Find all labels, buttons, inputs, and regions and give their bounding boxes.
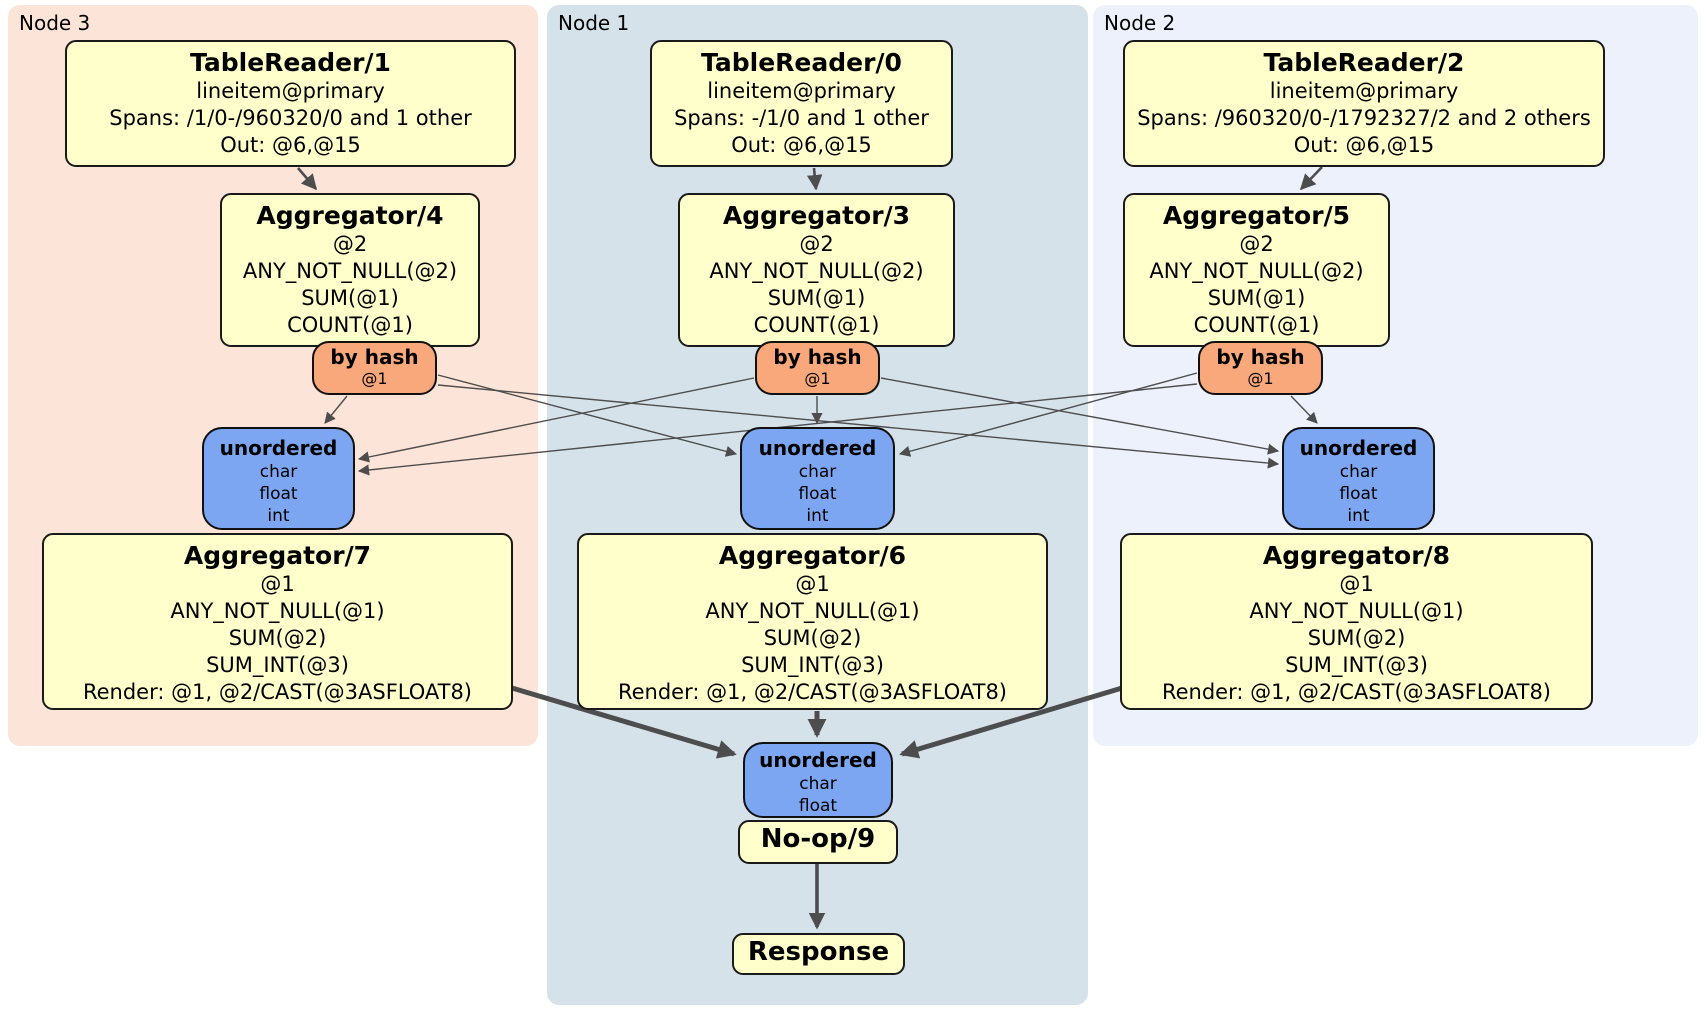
aggregate-expr: SUM_INT(@3) <box>206 652 349 677</box>
sync-unordered-node2: unordered char float int <box>1282 427 1435 530</box>
sync-title: unordered <box>759 748 877 772</box>
aggregate-expr: ANY_NOT_NULL(@1) <box>1249 599 1464 624</box>
render-expr: Render: @1, @2/CAST(@3ASFLOAT8) <box>82 679 473 704</box>
processor-title: Aggregator/8 <box>1262 541 1451 570</box>
router-by-hash-node3: by hash @1 <box>312 341 437 395</box>
router-columns: @1 <box>361 369 388 388</box>
router-by-hash-node1: by hash @1 <box>755 341 880 395</box>
processor-spans: Spans: /960320/0-/1792327/2 and 2 others <box>1137 106 1591 131</box>
processor-aggregator-6: Aggregator/6 @1 ANY_NOT_NULL(@1) SUM(@2)… <box>577 533 1048 710</box>
response-node: Response <box>732 933 905 975</box>
sync-column-type: float <box>798 484 837 505</box>
processor-title: Aggregator/6 <box>718 541 907 570</box>
processor-tablereader-0: TableReader/0 lineitem@primary Spans: -/… <box>650 40 953 167</box>
router-title: by hash <box>773 345 862 369</box>
processor-out: Out: @6,@15 <box>731 133 872 157</box>
sync-title: unordered <box>758 436 877 460</box>
processor-title: Aggregator/5 <box>1162 201 1351 230</box>
sync-unordered-node1: unordered char float int <box>740 427 895 530</box>
processor-aggregator-4: Aggregator/4 @2 ANY_NOT_NULL(@2) SUM(@1)… <box>220 193 480 347</box>
processor-out: Out: @6,@15 <box>220 133 361 157</box>
processor-index: lineitem@primary <box>1269 79 1459 104</box>
processor-aggregator-5: Aggregator/5 @2 ANY_NOT_NULL(@2) SUM(@1)… <box>1123 193 1390 347</box>
aggregate-expr: SUM(@1) <box>1207 286 1306 310</box>
processor-out: Out: @6,@15 <box>1293 133 1435 157</box>
sync-column-type: float <box>1339 484 1378 505</box>
sync-title: unordered <box>219 436 338 460</box>
aggregate-expr: COUNT(@1) <box>753 312 880 337</box>
processor-tablereader-1: TableReader/1 lineitem@primary Spans: /1… <box>65 40 516 167</box>
group-by-columns: @2 <box>799 232 834 257</box>
group-by-columns: @2 <box>1239 232 1274 257</box>
sync-column-type: char <box>259 462 298 482</box>
aggregate-expr: COUNT(@1) <box>287 312 413 337</box>
router-columns: @1 <box>1247 369 1274 388</box>
processor-title: TableReader/1 <box>190 48 391 77</box>
sync-column-type: int <box>267 506 290 527</box>
processor-aggregator-3: Aggregator/3 @2 ANY_NOT_NULL(@2) SUM(@1)… <box>678 193 955 347</box>
router-columns: @1 <box>804 369 831 388</box>
processor-aggregator-8: Aggregator/8 @1 ANY_NOT_NULL(@1) SUM(@2)… <box>1120 533 1593 710</box>
processor-index: lineitem@primary <box>707 79 896 104</box>
processor-index: lineitem@primary <box>196 79 385 104</box>
processor-spans: Spans: /1/0-/960320/0 and 1 other <box>109 106 472 131</box>
processor-title: Aggregator/7 <box>183 541 372 570</box>
aggregate-expr: SUM(@2) <box>228 626 327 650</box>
group-by-columns: @1 <box>795 572 830 597</box>
aggregate-expr: ANY_NOT_NULL(@2) <box>709 259 924 284</box>
aggregate-expr: ANY_NOT_NULL(@2) <box>242 259 458 284</box>
processor-tablereader-2: TableReader/2 lineitem@primary Spans: /9… <box>1123 40 1605 167</box>
aggregate-expr: ANY_NOT_NULL(@1) <box>170 599 385 624</box>
response-title: Response <box>747 937 890 967</box>
sync-unordered-node3: unordered char float int <box>202 427 355 530</box>
processor-title: Aggregator/3 <box>722 201 911 230</box>
processor-title: TableReader/2 <box>1263 48 1465 77</box>
aggregate-expr: COUNT(@1) <box>1193 312 1320 337</box>
aggregate-expr: SUM_INT(@3) <box>741 652 884 677</box>
aggregate-expr: SUM_INT(@3) <box>1285 652 1428 677</box>
aggregate-expr: ANY_NOT_NULL(@2) <box>1149 259 1364 284</box>
processor-spans: Spans: -/1/0 and 1 other <box>674 106 929 131</box>
sync-unordered-final: unordered char float <box>743 742 893 818</box>
region-label: Node 1 <box>558 11 630 35</box>
router-by-hash-node2: by hash @1 <box>1198 341 1323 395</box>
sync-column-type: char <box>799 774 837 794</box>
render-expr: Render: @1, @2/CAST(@3ASFLOAT8) <box>1161 679 1552 704</box>
processor-title: TableReader/0 <box>701 48 902 77</box>
group-by-columns: @2 <box>332 232 368 257</box>
group-by-columns: @1 <box>260 572 295 597</box>
router-title: by hash <box>330 345 419 369</box>
aggregate-expr: SUM(@1) <box>767 286 866 310</box>
sync-column-type: char <box>1339 462 1378 482</box>
aggregate-expr: SUM(@2) <box>1307 626 1406 650</box>
sync-column-type: int <box>1347 506 1370 527</box>
processor-aggregator-7: Aggregator/7 @1 ANY_NOT_NULL(@1) SUM(@2)… <box>42 533 513 710</box>
sync-column-type: int <box>806 506 829 527</box>
group-by-columns: @1 <box>1339 572 1374 597</box>
region-label: Node 2 <box>1104 11 1176 35</box>
sync-column-type: char <box>798 462 837 482</box>
sync-column-type: float <box>798 796 838 817</box>
aggregate-expr: ANY_NOT_NULL(@1) <box>705 599 920 624</box>
processor-noop-9: No-op/9 <box>738 820 898 864</box>
processor-title: No-op/9 <box>760 824 876 854</box>
router-title: by hash <box>1216 345 1305 369</box>
region-label: Node 3 <box>19 11 91 35</box>
aggregate-expr: SUM(@1) <box>301 286 399 310</box>
sync-column-type: float <box>259 484 298 505</box>
render-expr: Render: @1, @2/CAST(@3ASFLOAT8) <box>617 679 1008 704</box>
aggregate-expr: SUM(@2) <box>763 626 862 650</box>
sync-title: unordered <box>1299 436 1418 460</box>
processor-title: Aggregator/4 <box>256 201 444 230</box>
